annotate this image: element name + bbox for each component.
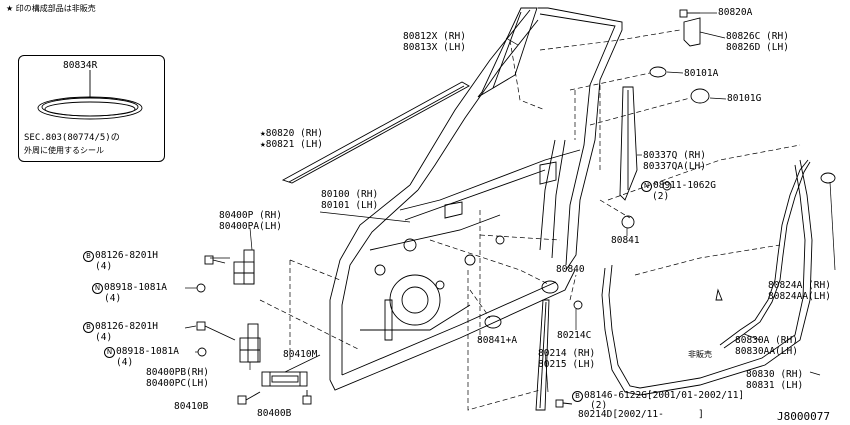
nut-badge: N — [92, 283, 103, 294]
seal-coil-icon — [37, 70, 143, 120]
clip-icon — [484, 17, 836, 329]
label-08911-qty: (2) — [652, 191, 670, 202]
window-sash-strip-icon — [477, 7, 538, 98]
header-note: ★ 印の構成部品は非販売 — [6, 4, 96, 13]
label-80410M: 80410M — [283, 349, 318, 360]
body-seal-icon — [715, 159, 811, 349]
label-80813X: 80813X (LH) — [403, 42, 466, 53]
label-08126-upper-code: 08126-8201H — [95, 250, 158, 261]
label-80824AA: 80824AA(LH) — [768, 291, 831, 302]
label-80821: ★80821 (LH) — [260, 139, 323, 150]
nut-badge: N — [641, 181, 652, 192]
label-80100: 80100 (RH) — [321, 189, 379, 200]
label-80214D: 80214D[2002/11- ] — [578, 409, 704, 420]
label-80337QA: 80337QA(LH) — [643, 161, 706, 172]
label-08146-code: 08146-6122G[2001/01-2002/11] — [584, 390, 745, 401]
bolt-badge: B — [83, 322, 94, 333]
leader-lines — [184, 12, 836, 393]
label-08918-lower-qty: (4) — [116, 357, 134, 368]
inset-caption-line2: 外周に使用するシール — [24, 146, 104, 155]
label-80820A: 80820A — [718, 7, 753, 18]
label-80841A: 80841+A — [477, 335, 518, 346]
label-08146-qty: (2) — [590, 400, 608, 411]
label-08918-upper-qty: (4) — [104, 293, 122, 304]
label-80830A: 80830A (RH) — [735, 335, 798, 346]
label-80824A: 80824A (RH) — [768, 280, 831, 291]
opening-weatherstrip-icon — [601, 159, 813, 396]
label-80214: 80214 (RH) — [538, 348, 596, 359]
inset-caption-line1: SEC.803(80774/5)の — [24, 133, 120, 143]
bolt-badge: B — [83, 251, 94, 262]
bolt-icon — [196, 9, 700, 408]
label-80101G: 80101G — [727, 93, 762, 104]
label-80840: 80840 — [556, 264, 585, 275]
label-80101A: 80101A — [684, 68, 719, 79]
label-08911-code: 08911-1062G — [653, 180, 716, 191]
label-08918-lower-code: 08918-1081A — [116, 346, 179, 357]
label-80400B: 80400B — [257, 408, 292, 419]
label-80830AA: 80830AA(LH) — [735, 346, 798, 357]
inset-box — [18, 55, 165, 162]
inset-part-number: 80834R — [63, 60, 98, 71]
label-80820: ★80820 (RH) — [260, 128, 323, 139]
check-link-icon — [261, 371, 308, 387]
nut-badge: N — [104, 347, 115, 358]
label-80831: 80831 (LH) — [746, 380, 804, 391]
label-80400PB: 80400PB(RH) — [146, 367, 209, 378]
label-not-sold: 非販売 — [688, 350, 712, 359]
label-08126-lower-code: 08126-8201H — [95, 321, 158, 332]
upper-hinge-icon — [233, 249, 255, 285]
label-80841: 80841 — [611, 235, 640, 246]
nut-icon — [196, 181, 672, 357]
outer-weatherstrip-icon — [281, 81, 470, 184]
label-08126-upper-qty: (4) — [95, 261, 113, 272]
label-80410B: 80410B — [174, 401, 209, 412]
label-80400PC: 80400PC(LH) — [146, 378, 209, 389]
door-frame-icon — [329, 7, 623, 391]
label-80215: 80215 (LH) — [538, 359, 596, 370]
lower-sash-icon — [535, 299, 550, 411]
label-80101: 80101 (LH) — [321, 200, 379, 211]
label-80337Q: 80337Q (RH) — [643, 150, 706, 161]
pillar-trim-icon — [619, 86, 638, 201]
label-08918-upper-code: 08918-1081A — [104, 282, 167, 293]
lower-hinge-icon — [239, 323, 261, 363]
label-80400PA: 80400PA(LH) — [219, 221, 282, 232]
label-80400P: 80400P (RH) — [219, 210, 282, 221]
label-80826C: 80826C (RH) — [726, 31, 789, 42]
dashed-reference-lines — [259, 29, 801, 411]
bolt-badge: B — [572, 391, 583, 402]
diagram-id: J8000077 — [777, 410, 830, 423]
label-80830: 80830 (RH) — [746, 369, 804, 380]
label-08126-lower-qty: (4) — [95, 332, 113, 343]
label-80826D: 80826D (LH) — [726, 42, 789, 53]
label-80214C: 80214C — [557, 330, 592, 341]
label-80812X: 80812X (RH) — [403, 31, 466, 42]
